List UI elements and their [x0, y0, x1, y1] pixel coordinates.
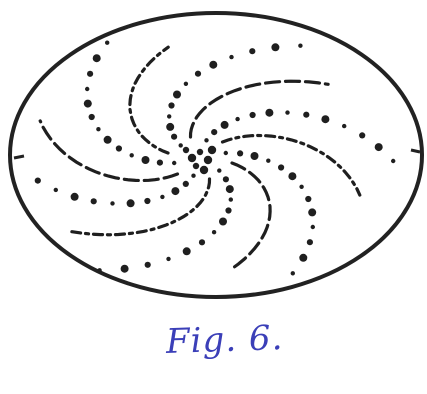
spiral-dot — [221, 121, 229, 129]
spiral-dot — [157, 160, 163, 166]
spiral-dashed-arm — [191, 81, 329, 137]
spiral-dot — [172, 161, 176, 165]
outer-ellipse — [10, 13, 422, 297]
spiral-dot — [54, 188, 58, 192]
spiral-dot — [144, 198, 150, 204]
spiral-dot — [96, 127, 100, 131]
spiral-dot — [105, 41, 109, 45]
spiral-dot — [291, 271, 295, 275]
spiral-dot — [212, 230, 216, 234]
spiral-dot — [223, 176, 229, 182]
spiral-dashed-arm — [223, 136, 360, 196]
spiral-dot — [142, 156, 150, 164]
center-dot — [204, 156, 212, 164]
spiral-dot — [342, 124, 346, 128]
spiral-dot — [183, 247, 191, 255]
spiral-pattern-drawing — [0, 0, 427, 320]
spiral-dot — [217, 168, 221, 172]
spiral-dashed-arm — [72, 179, 210, 235]
spiral-dot — [209, 61, 217, 69]
spiral-dot — [266, 159, 270, 163]
spiral-dot — [375, 143, 383, 151]
spiral-dot — [130, 153, 134, 157]
spiral-dot — [321, 115, 329, 123]
spiral-dot — [84, 100, 92, 108]
spiral-dot — [35, 178, 41, 184]
spiral-dot — [305, 196, 311, 202]
spiral-dot — [307, 239, 313, 245]
spiral-dot — [110, 201, 114, 205]
spiral-dot — [93, 54, 101, 62]
spiral-dot — [104, 136, 112, 144]
spiral-dot — [225, 207, 231, 213]
center-dot — [193, 163, 199, 169]
spiral-dot — [265, 109, 273, 117]
spiral-dot — [308, 208, 316, 216]
spiral-dot — [160, 195, 164, 199]
spiral-dot — [166, 123, 174, 131]
spiral-dot — [171, 134, 177, 140]
spiral-dot — [271, 43, 279, 51]
spiral-dot — [204, 138, 208, 142]
spiral-dot — [179, 143, 183, 147]
spiral-dot — [199, 239, 205, 245]
center-dot — [200, 166, 208, 174]
spiral-dot — [303, 112, 309, 118]
spiral-dot — [311, 225, 315, 229]
spiral-dot — [87, 71, 93, 77]
ellipse-edge-ticks — [14, 150, 420, 158]
spiral-dot — [183, 181, 189, 187]
spiral-dot — [251, 152, 259, 160]
spiral-dot — [299, 185, 303, 189]
spiral-dot — [288, 172, 296, 180]
spiral-dot — [168, 102, 174, 108]
spiral-dot — [250, 112, 256, 118]
spiral-dot — [191, 174, 195, 178]
spiral-dot — [173, 91, 181, 99]
spiral-dot — [97, 268, 101, 272]
spiral-dot — [391, 159, 395, 163]
spiral-dot — [285, 110, 289, 114]
spiral-dot — [278, 164, 284, 170]
center-dot — [208, 146, 216, 154]
spiral-dashed-arm — [232, 163, 270, 269]
spiral-dot — [121, 265, 129, 273]
spiral-dashed-arm — [40, 121, 177, 181]
spiral-dot — [171, 187, 179, 195]
center-dot — [183, 147, 189, 153]
spiral-dot — [249, 48, 255, 54]
spiral-dot — [184, 82, 188, 86]
spiral-dot — [229, 197, 233, 201]
spiral-dot — [237, 150, 243, 156]
spiral-dot — [226, 185, 234, 193]
figure-caption: Fig. 6. — [165, 318, 284, 362]
spiral-dot — [299, 254, 307, 262]
spiral-dot — [127, 199, 135, 207]
spiral-dot — [89, 114, 95, 120]
spiral-dashed-arm — [130, 47, 168, 153]
spiral-dot — [229, 55, 233, 59]
spiral-dot — [235, 117, 239, 121]
spiral-dot — [298, 44, 302, 48]
spiral-dot — [219, 218, 227, 226]
spiral-arms — [35, 41, 396, 276]
spiral-dot — [211, 129, 217, 135]
spiral-dot — [71, 193, 79, 201]
spiral-dot — [166, 257, 170, 261]
spiral-dot — [167, 114, 171, 118]
spiral-dot — [195, 71, 201, 77]
spiral-dot — [85, 87, 89, 91]
center-dot — [188, 154, 196, 162]
spiral-dot — [224, 151, 228, 155]
spiral-dot — [116, 145, 122, 151]
center-dot — [197, 149, 203, 155]
spiral-dot — [91, 198, 97, 204]
spiral-dot — [145, 262, 151, 268]
spiral-dot — [359, 132, 365, 138]
